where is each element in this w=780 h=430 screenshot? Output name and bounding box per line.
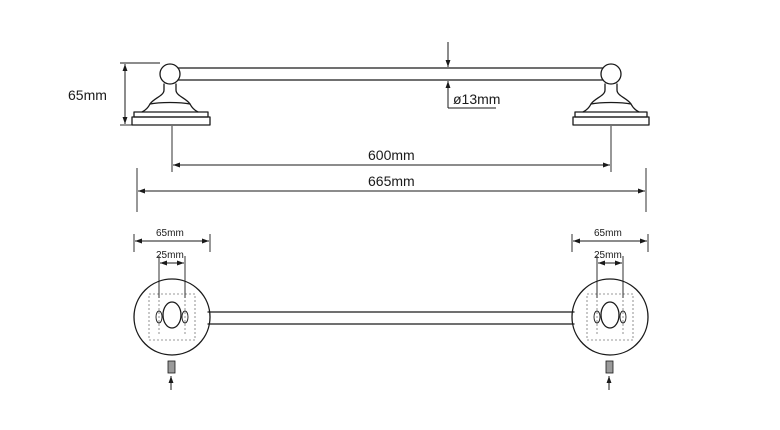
right-plate-width-label: 65mm [594,228,622,239]
top-view: 65mm 25mm 65mm 25mm [133,228,649,390]
left-grub-screw [167,360,176,374]
top-rail [207,311,575,325]
height-label: 65mm [68,87,107,103]
left-wall-plate [133,278,211,390]
right-screw-hole [619,310,627,324]
left-screw-hole [181,310,189,324]
left-screw-hole [155,310,163,324]
height-dimension: 65mm [68,62,160,126]
right-screw-hole [593,310,601,324]
diameter-callout: ø13mm [445,42,500,109]
left-plate-width-dimension: 65mm [133,228,211,252]
left-hole-spacing-dimension: 25mm [156,250,186,298]
left-center-hole [162,301,182,329]
left-hole-spacing-label: 25mm [156,250,184,261]
center-distance-label: 600mm [368,147,415,163]
side-view: 65mm ø13mm 600mm 665mm [68,42,650,212]
right-grub-screw [605,360,614,374]
overall-length-label: 665mm [368,173,415,189]
center-distance-dimension: 600mm [171,126,612,172]
right-hole-spacing-dimension: 25mm [594,250,624,298]
right-wall-plate [571,278,649,390]
right-center-hole [600,301,620,329]
right-plate-width-dimension: 65mm [571,228,649,252]
diameter-label: ø13mm [453,91,500,107]
right-hole-spacing-label: 25mm [594,250,622,261]
side-rail [177,67,604,81]
right-bracket-side [572,63,650,126]
left-plate-width-label: 65mm [156,228,184,239]
overall-length-dimension: 665mm [136,168,647,212]
left-bracket-side [131,63,211,126]
